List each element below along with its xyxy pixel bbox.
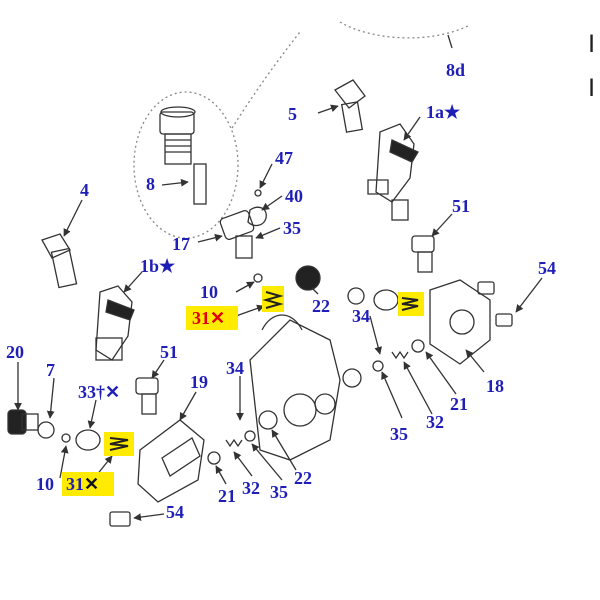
part-21-lower	[207, 451, 221, 465]
part-33	[75, 429, 101, 451]
part-5	[334, 79, 366, 133]
callout-1b: 1b★	[140, 256, 176, 276]
part-10-lower	[61, 433, 71, 443]
part-18-block	[429, 279, 491, 365]
highlight-31-upper	[186, 306, 238, 330]
part-10-upper	[253, 273, 263, 283]
part-35-mid	[372, 360, 384, 372]
part-22-lower	[258, 410, 278, 430]
part-54-upper-b	[495, 313, 513, 327]
part-22-upper	[295, 265, 321, 291]
callout-51-upper: 51	[452, 196, 470, 216]
callout-17: 17	[172, 234, 190, 254]
callout-21-lower: 21	[218, 486, 236, 506]
callout-35-lower: 35	[270, 482, 288, 502]
part-1b-valve	[95, 285, 135, 361]
part-51-upper	[411, 235, 435, 273]
leader-lines	[14, 104, 543, 521]
callout-22-upper: 22	[312, 296, 330, 316]
edge-glyph-bottom: I	[588, 74, 596, 102]
part-7	[37, 421, 55, 439]
detail-circle	[133, 91, 239, 239]
part-32-spring	[391, 350, 409, 360]
part-35-lower	[244, 430, 256, 442]
callout-22-lower: 22	[294, 468, 312, 488]
callout-54-lower: 54	[166, 502, 184, 522]
part-19-body	[137, 419, 205, 503]
callout-1a: 1a★	[426, 102, 461, 122]
callout-35-right: 35	[390, 424, 408, 444]
callout-4: 4	[80, 180, 89, 200]
callout-18: 18	[486, 376, 504, 396]
callout-5: 5	[288, 104, 297, 124]
edge-glyph-top: I	[588, 30, 596, 58]
part-54-upper-a	[477, 281, 495, 295]
callout-33: 33†✕	[78, 382, 121, 402]
part-32-lower-spring	[225, 438, 243, 448]
callout-35-upper: 35	[283, 218, 301, 238]
highlight-31-lower	[62, 472, 114, 496]
callout-47: 47	[275, 148, 293, 168]
part-47	[254, 189, 262, 197]
part-40	[247, 206, 267, 227]
callout-10-lower: 10	[36, 474, 54, 494]
callout-40: 40	[285, 186, 303, 206]
callout-51-lower: 51	[160, 342, 178, 362]
part-54-lower	[109, 511, 131, 527]
part-1a-valve	[367, 123, 419, 221]
part-51-lower	[135, 377, 159, 415]
part-17	[219, 210, 255, 259]
central-housing	[249, 314, 341, 461]
callout-20: 20	[6, 342, 24, 362]
callout-10-upper: 10	[200, 282, 218, 302]
callout-8: 8	[146, 174, 155, 194]
detail-leader	[231, 31, 301, 129]
part-21-ring	[411, 339, 425, 353]
callout-31-upper: 31✕	[192, 308, 226, 328]
callout-21-right: 21	[450, 394, 468, 414]
callout-32-right: 32	[426, 412, 444, 432]
part-ring-upper	[347, 287, 365, 305]
part-8-stem	[159, 106, 207, 205]
callout-34-upper: 34	[352, 306, 370, 326]
callout-32-lower: 32	[242, 478, 260, 498]
part-22-mid	[342, 368, 362, 388]
top-arc	[339, 21, 471, 39]
callout-31-lower: 31✕	[66, 474, 100, 494]
callout-19: 19	[190, 372, 208, 392]
callout-54-upper: 54	[538, 258, 556, 278]
callout-7: 7	[46, 360, 55, 380]
callout-8d: 8d	[446, 60, 466, 80]
part-4	[41, 233, 78, 289]
part-20	[7, 409, 39, 435]
part-34-upper-cap	[373, 289, 399, 311]
callout-34-lower: 34	[226, 358, 244, 378]
